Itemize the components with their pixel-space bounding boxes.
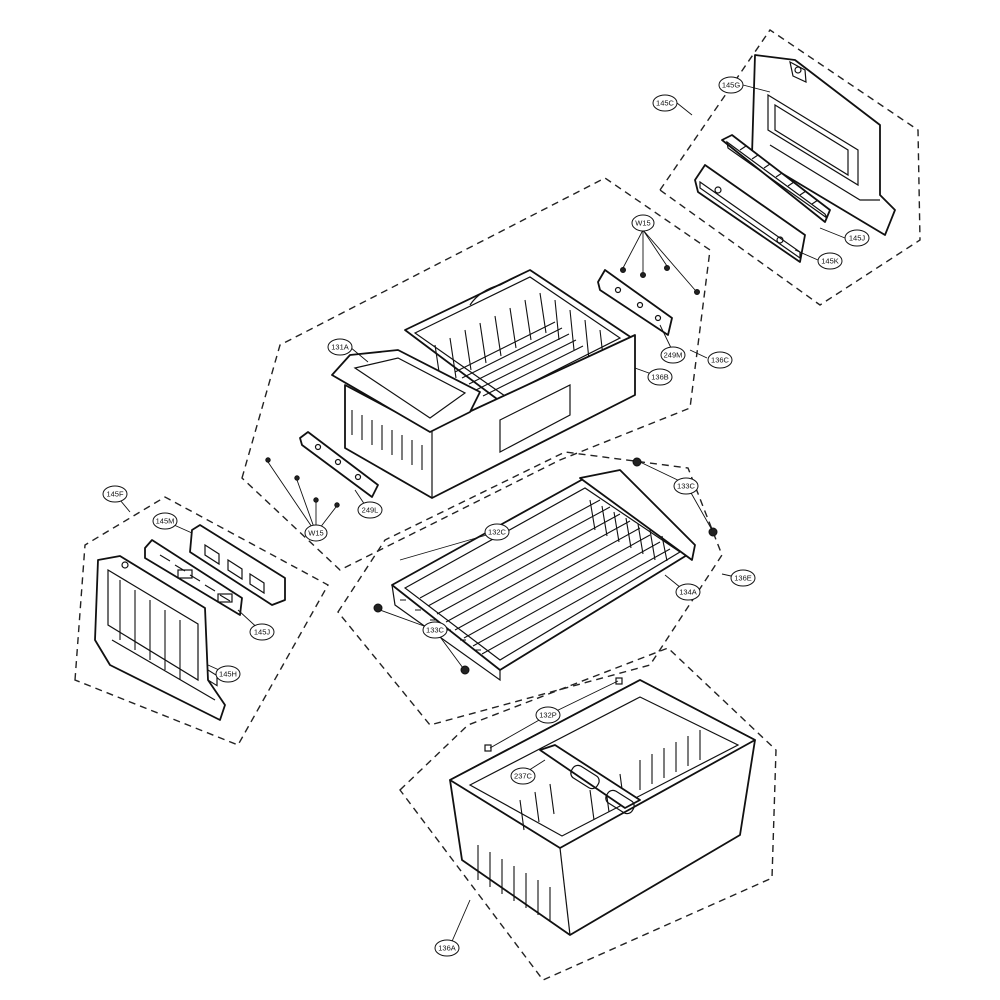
label-132c: 132C (488, 528, 507, 537)
rail-145j-left (144, 539, 243, 616)
label-249l: 249L (362, 506, 379, 515)
rail-145k (694, 164, 806, 263)
bracket-145h (94, 555, 226, 721)
label-145j-left: 145J (254, 628, 271, 637)
callout-131a: 131A (327, 338, 353, 356)
rail-145j-top (721, 134, 831, 223)
callout-w15-left: W15 (304, 524, 328, 542)
callout-145m: 145M (152, 512, 178, 530)
label-136a: 136A (438, 944, 456, 953)
label-145k: 145K (821, 257, 839, 266)
label-132p: 132P (539, 711, 557, 720)
divider-237c (539, 744, 641, 815)
callout-136c: 136C (707, 351, 733, 369)
clips-132p (484, 677, 623, 752)
label-136e: 136E (734, 574, 752, 583)
label-w15-left: W15 (308, 529, 323, 538)
callout-145k: 145K (817, 252, 843, 270)
label-249m: 249M (664, 351, 683, 360)
label-145j-top: 145J (849, 234, 866, 243)
group-outline-136e (337, 451, 723, 726)
label-237c: 237C (514, 772, 533, 781)
callout-136a: 136A (434, 939, 460, 957)
callout-133c-left: 133C (422, 621, 448, 639)
tray-134a (391, 469, 696, 682)
callout-145j-top: 145J (844, 229, 870, 247)
label-145g: 145G (722, 81, 741, 90)
group-outline-136c (241, 177, 711, 571)
label-134a: 134A (679, 588, 697, 597)
label-145m: 145M (156, 517, 175, 526)
label-w15-top: W15 (635, 219, 650, 228)
callout-145c: 145C (652, 94, 678, 112)
callout-136b: 136B (647, 368, 673, 386)
callout-145g: 145G (718, 76, 744, 94)
callout-145h: 145H (215, 665, 241, 683)
label-136b: 136B (651, 373, 669, 382)
callout-136e: 136E (730, 569, 756, 587)
callout-132c: 132C (484, 523, 510, 541)
bracket-249l (299, 431, 379, 498)
label-136c: 136C (711, 356, 730, 365)
bracket-249m (597, 269, 673, 336)
callout-249l: 249L (357, 501, 383, 519)
callout-132p: 132P (535, 706, 561, 724)
label-145c: 145C (656, 99, 675, 108)
group-outline-136a (399, 647, 777, 981)
rail-145m (189, 524, 286, 687)
basket-136a (449, 679, 756, 936)
label-145h: 145H (219, 670, 237, 679)
callout-134a: 134A (675, 583, 701, 601)
label-131a: 131A (331, 343, 349, 352)
callout-145j-left: 145J (249, 623, 275, 641)
label-145f: 145F (106, 490, 124, 499)
callout-237c: 237C (510, 767, 536, 785)
label-133c-left: 133C (426, 626, 445, 635)
callout-145f: 145F (102, 485, 128, 503)
group-outline-145c (659, 29, 921, 306)
drawer-136b (331, 269, 636, 499)
callout-133c-top: 133C (673, 477, 699, 495)
callout-249m: 249M (660, 346, 686, 364)
callout-w15-top: W15 (631, 214, 655, 232)
group-outline-145f (74, 496, 329, 746)
label-133c-top: 133C (677, 482, 696, 491)
